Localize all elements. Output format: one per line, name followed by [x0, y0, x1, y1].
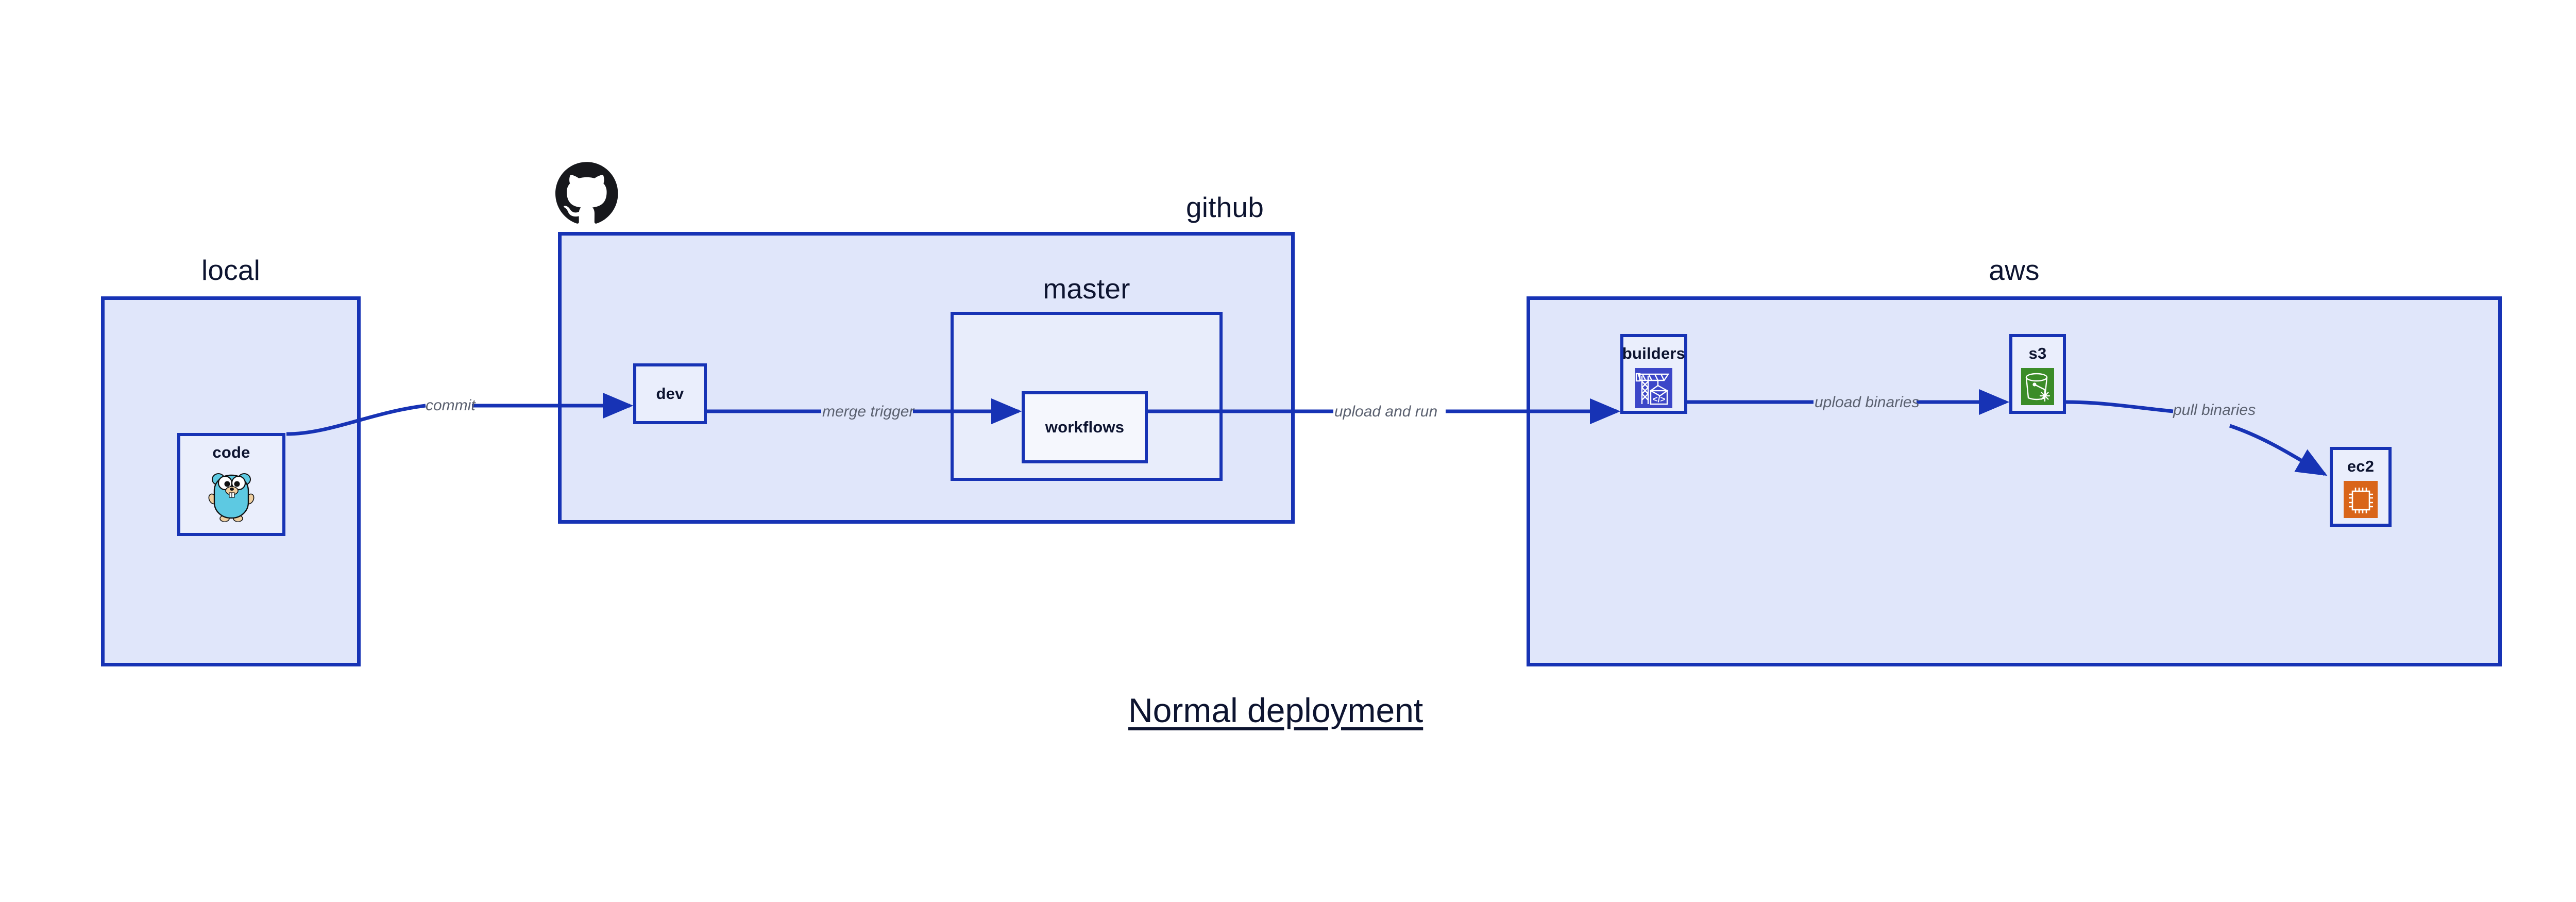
svg-text:</>: </> [1653, 394, 1666, 404]
node-label-code: code [212, 443, 250, 461]
edge-label-upload-and-run: upload and run [1334, 403, 1438, 420]
github-octocat-logo [555, 162, 618, 224]
group-title-local: local [201, 254, 261, 286]
node-label-workflows: workflows [1045, 418, 1125, 436]
group-title-master: master [1043, 273, 1130, 305]
edge-label-pull-binaries: pull binaries [2173, 402, 2256, 419]
group-title-aws: aws [1989, 254, 2040, 286]
edge-label-commit: commit [426, 397, 476, 414]
node-label-dev: dev [656, 385, 684, 403]
node-ec2[interactable]: ec2 [2330, 447, 2392, 527]
node-builders[interactable]: builders < [1620, 334, 1687, 414]
node-dev[interactable]: dev [633, 363, 707, 424]
node-code[interactable]: code [177, 433, 285, 536]
go-gopher-icon [208, 467, 255, 522]
node-label-ec2: ec2 [2347, 457, 2375, 475]
node-label-builders: builders [1622, 344, 1686, 362]
diagram-caption: Normal deployment [1128, 691, 1423, 729]
aws-s3-bucket-icon [2021, 368, 2054, 405]
aws-builders-crane-icon: </> [1635, 368, 1672, 408]
edge-label-merge-trigger: merge trigger [822, 403, 914, 420]
edge-label-upload-binaries: upload binaries [1815, 394, 1920, 411]
node-workflows[interactable]: workflows [1022, 391, 1148, 463]
aws-ec2-chip-icon [2344, 481, 2378, 518]
group-title-github: github [1185, 191, 1264, 223]
node-label-s3: s3 [2028, 344, 2047, 362]
node-s3[interactable]: s3 [2009, 334, 2066, 414]
